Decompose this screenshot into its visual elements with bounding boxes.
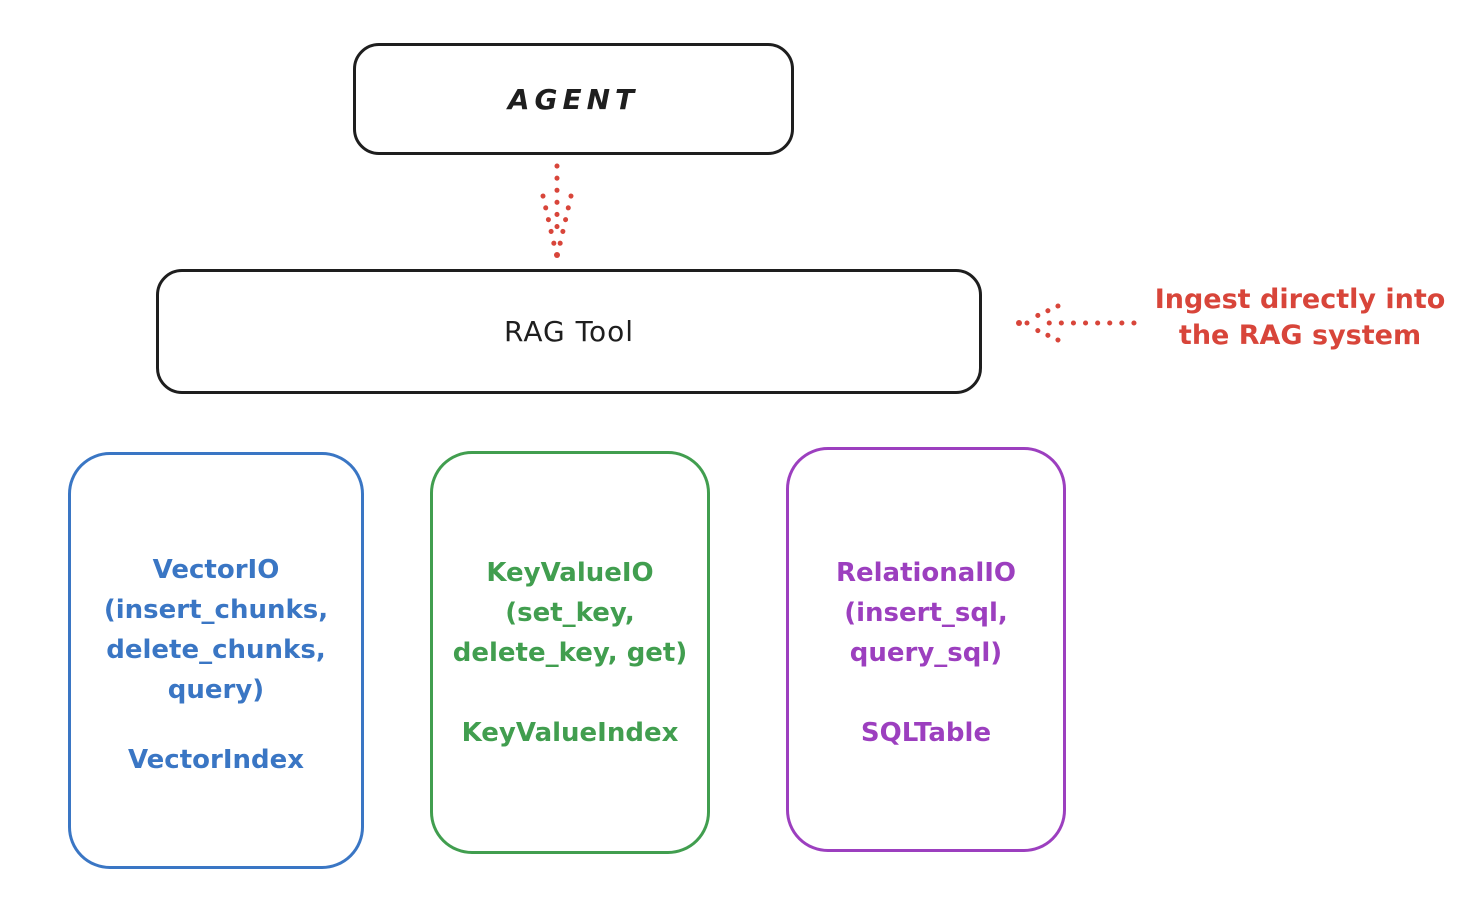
- relational-io-params-line-2: query_sql): [849, 638, 1003, 668]
- annotation-line-1: Ingest directly into: [1154, 284, 1446, 315]
- vector-io-title: VectorIO: [152, 555, 280, 585]
- relational-io-box: RelationalIO (insert_sql, query_sql) SQL…: [786, 447, 1066, 852]
- vector-io-params-line-2: delete_chunks,: [106, 635, 326, 665]
- agent-label: AGENT: [507, 82, 640, 116]
- vector-io-box: VectorIO (insert_chunks, delete_chunks, …: [68, 452, 364, 869]
- keyvalue-io-params-line-2: delete_key, get): [452, 638, 688, 668]
- keyvalue-io-title: KeyValueIO: [486, 558, 654, 588]
- annotation-line-2: the RAG system: [1178, 320, 1422, 351]
- keyvalue-index-label: KeyValueIndex: [461, 718, 679, 748]
- relational-io-params-line-1: (insert_sql,: [844, 598, 1008, 628]
- rag-tool-label: RAG Tool: [504, 315, 634, 348]
- vector-io-params-line-3: query): [167, 675, 265, 705]
- annotation-ingest-note: Ingest directly into the RAG system: [1128, 282, 1472, 354]
- dotted-arrow-down-icon: [540, 163, 574, 258]
- keyvalue-io-box: KeyValueIO (set_key, delete_key, get) Ke…: [430, 451, 710, 854]
- keyvalue-io-params-line-1: (set_key,: [505, 598, 635, 628]
- rag-tool-box: RAG Tool: [156, 269, 982, 394]
- sql-table-label: SQLTable: [860, 718, 992, 748]
- vector-index-label: VectorIndex: [127, 745, 305, 775]
- relational-io-title: RelationalIO: [835, 558, 1017, 588]
- vector-io-params-line-1: (insert_chunks,: [103, 595, 329, 625]
- agent-box: AGENT: [353, 43, 794, 155]
- dotted-arrow-left-icon: [1016, 303, 1137, 343]
